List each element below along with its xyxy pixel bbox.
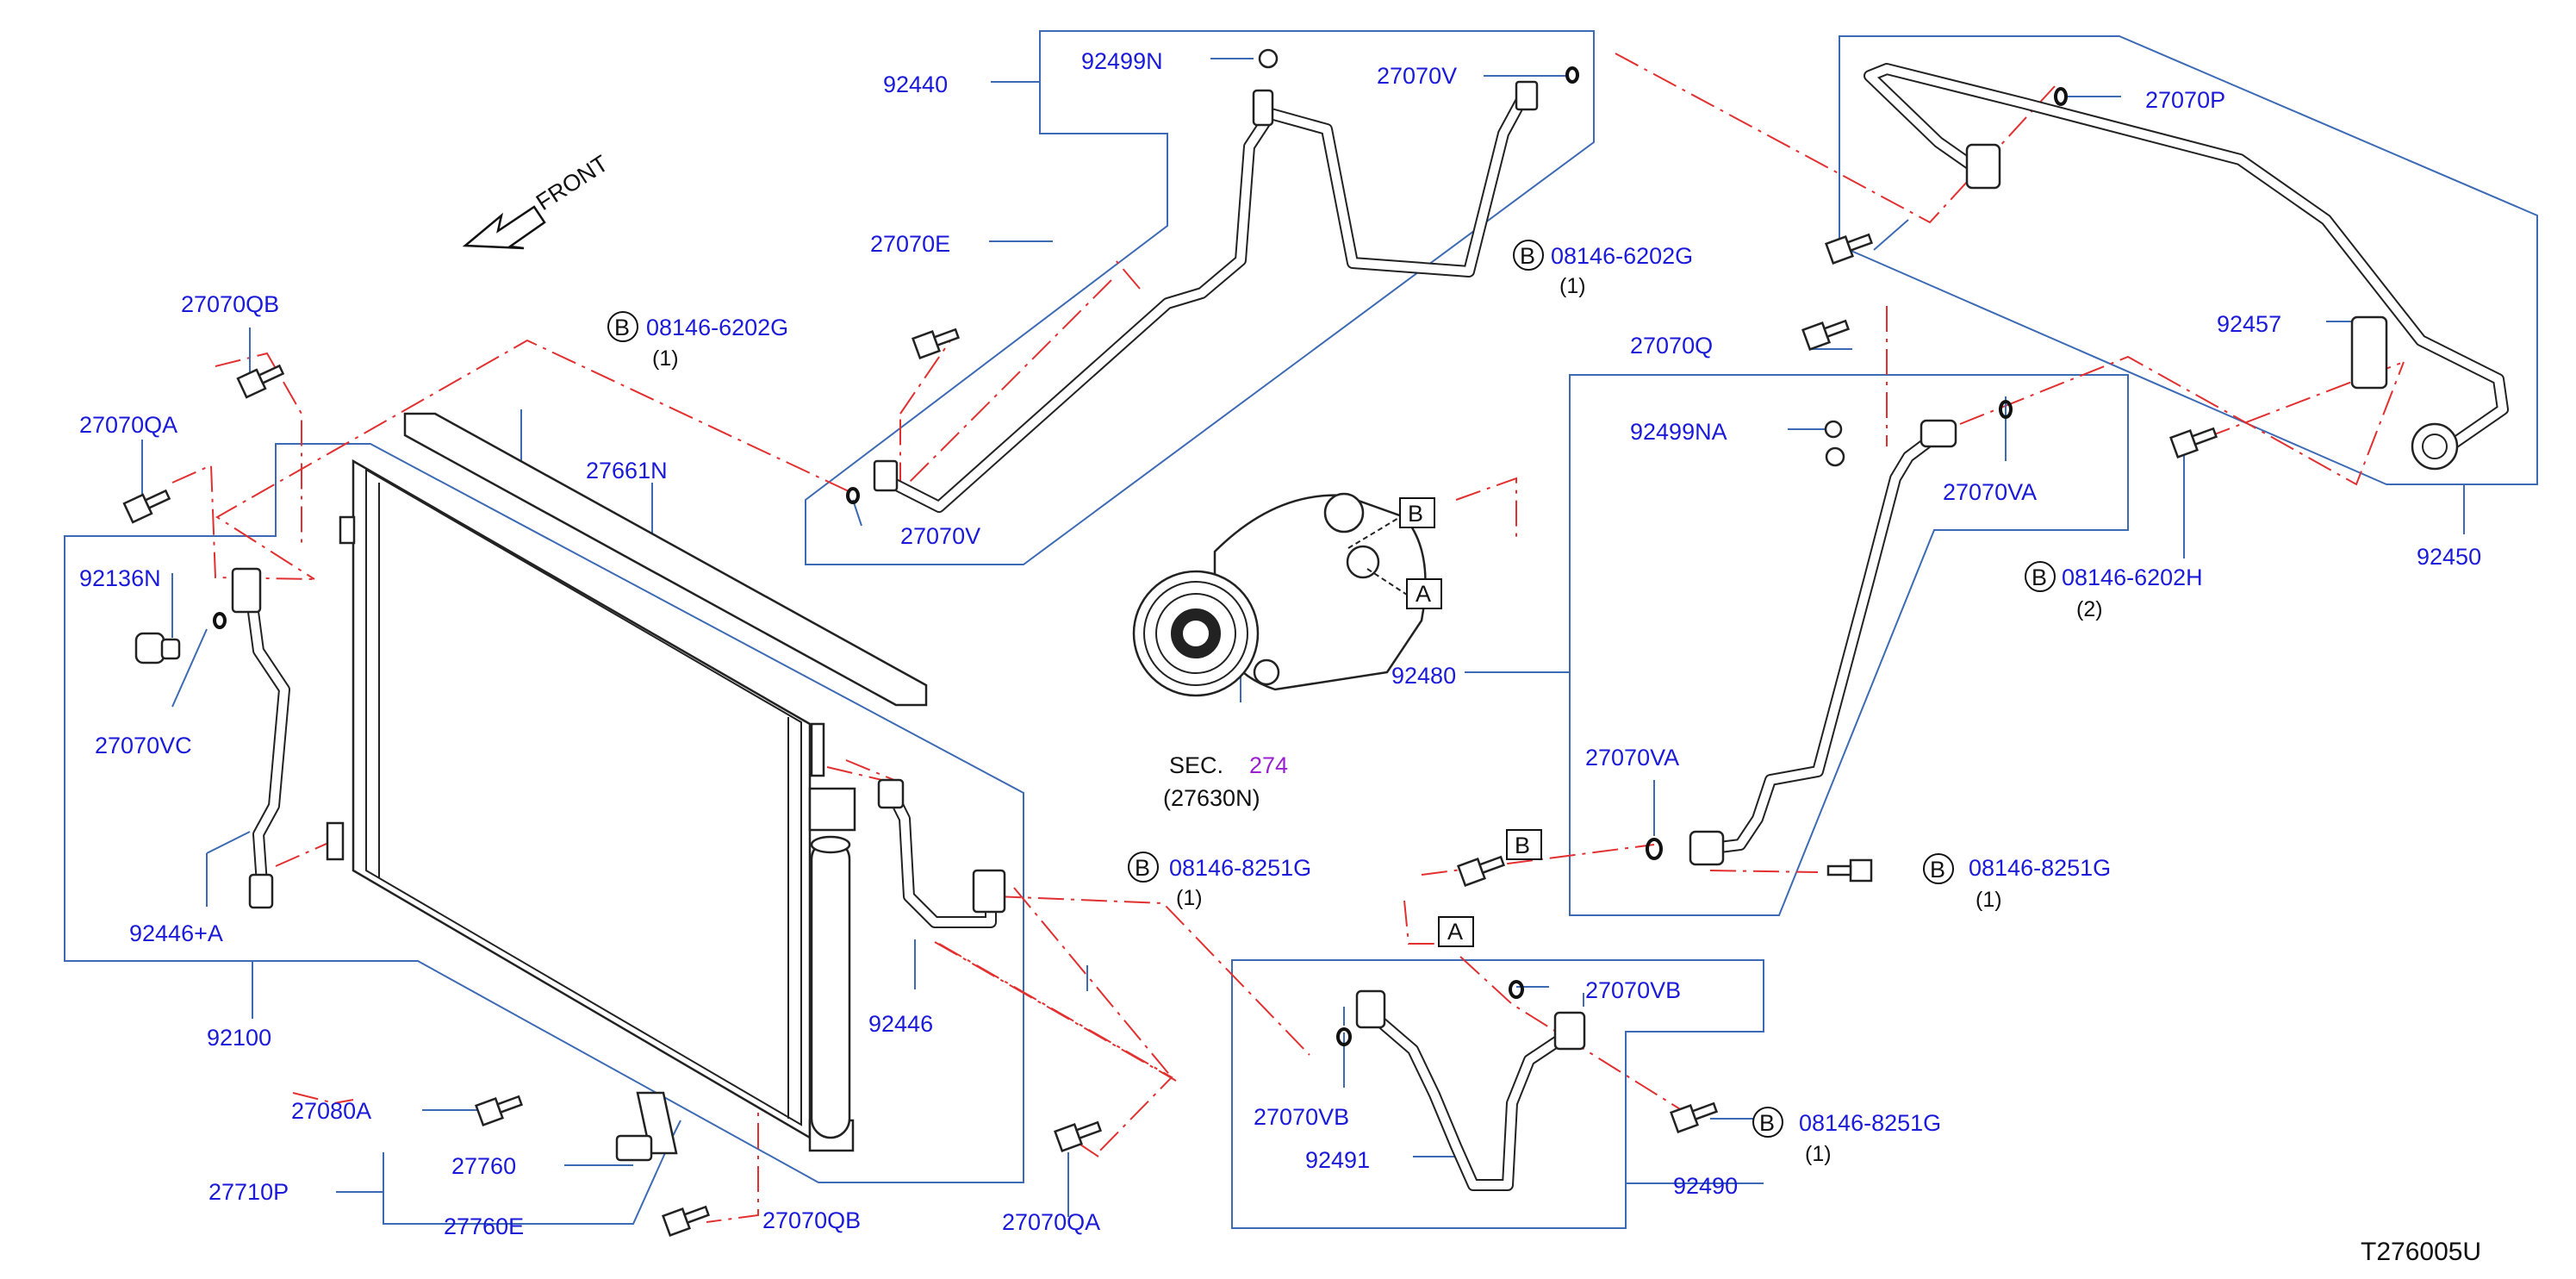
svg-text:B: B (1759, 1110, 1775, 1136)
label-92446A: 92446+A (129, 920, 223, 946)
label-08146-6202G-left: 08146-6202G (646, 315, 788, 340)
seal-strip-27661N (403, 412, 928, 707)
label-27070VC: 27070VC (95, 733, 192, 758)
svg-text:B: B (1135, 855, 1150, 881)
label-08146-6202G-right: 08146-6202G (1551, 243, 1693, 269)
svg-text:B: B (614, 315, 630, 340)
label-27070QA-top: 27070QA (79, 412, 177, 438)
letter-box-b-92480: B (1506, 829, 1542, 860)
svg-text:A: A (1447, 919, 1463, 945)
label-92450: 92450 (2417, 544, 2481, 570)
svg-text:B: B (1930, 857, 1945, 883)
label-27070V-top: 27070V (1377, 63, 1457, 89)
svg-text:B: B (2032, 565, 2047, 590)
callout-box-92490 (1231, 959, 1764, 1229)
o-ring-icons (213, 66, 2068, 1046)
label-27070Q: 27070Q (1630, 333, 1713, 359)
label-sec: SEC. (1169, 752, 1223, 778)
label-27070QA-bottom: 27070QA (1002, 1209, 1100, 1235)
condenser-assembly (326, 459, 856, 1152)
bolt-icons (122, 48, 2218, 1237)
qty-2: (2) (2076, 597, 2103, 621)
qty-mid: (1) (1176, 886, 1203, 910)
letter-box-a-92490: A (1438, 916, 1474, 947)
label-08146-6202H: 08146-6202H (2062, 565, 2203, 590)
label-27070E: 27070E (870, 231, 950, 257)
svg-text:B: B (1520, 243, 1535, 269)
label-27070VA-mid: 27070VA (1585, 745, 1679, 771)
label-27070QB-top: 27070QB (181, 291, 279, 317)
label-92490: 92490 (1673, 1173, 1738, 1199)
pipe-92450 (1864, 63, 2509, 471)
pressure-sensor-92136N (134, 632, 181, 664)
label-27661N: 27661N (586, 458, 668, 484)
label-92491: 92491 (1305, 1147, 1370, 1173)
circled-b-markers: B B B B B B (607, 240, 2056, 1138)
label-92499N: 92499N (1081, 48, 1163, 74)
label-92499NA: 92499NA (1630, 419, 1727, 445)
pipe-92490 (1355, 989, 1586, 1191)
callout-box-92100 (64, 443, 1024, 1183)
callout-box-92440 (805, 30, 1595, 565)
label-27760E: 27760E (444, 1213, 524, 1239)
label-08146-8251G-right: 08146-8251G (1969, 855, 2111, 881)
label-27070VB-top: 27070VB (1585, 977, 1681, 1003)
qty-bottom: (1) (1805, 1142, 1832, 1166)
diagram-id: T276005U (2361, 1238, 2481, 1266)
connection-lines (171, 53, 2405, 1223)
label-27760: 27760 (451, 1153, 516, 1179)
svg-text:A: A (1416, 581, 1431, 607)
letter-box-a-compressor: A (1406, 578, 1442, 609)
label-92100: 92100 (207, 1025, 271, 1051)
qty-right: (1) (1559, 274, 1586, 298)
svg-text:B: B (1408, 501, 1423, 527)
svg-text:B: B (1515, 833, 1530, 858)
letter-box-b-compressor: B (1399, 497, 1435, 528)
label-92446: 92446 (868, 1011, 933, 1037)
compressor-27630N (1132, 492, 1427, 697)
bracket-27760 (615, 1091, 678, 1162)
label-27070P: 27070P (2145, 87, 2225, 113)
part-labels: 92440 92499N 27070V 27070E 08146-6202G (… (79, 48, 2481, 1239)
qty-mid-right: (1) (1976, 888, 2002, 912)
label-sec-number: 274 (1249, 752, 1288, 778)
pipe-92480 (1689, 419, 1957, 866)
label-92136N: 92136N (79, 565, 161, 591)
pipe-92446A (231, 567, 290, 909)
pipe-92446 (877, 778, 1006, 928)
label-08146-8251G-bottom: 08146-8251G (1799, 1110, 1941, 1136)
label-08146-8251G-mid: 08146-8251G (1169, 855, 1311, 881)
front-label: FRONT (532, 150, 613, 215)
callout-box-92480 (1569, 374, 2129, 916)
front-arrow-icon (462, 205, 546, 250)
label-27070QB-bottom: 27070QB (762, 1207, 861, 1233)
label-sec-sub: (27630N) (1163, 785, 1260, 811)
label-27070V-bottom: 27070V (900, 523, 980, 549)
label-27070VB-left: 27070VB (1254, 1104, 1349, 1130)
label-27710P: 27710P (208, 1179, 289, 1205)
label-92480: 92480 (1391, 663, 1456, 689)
qty-left: (1) (652, 346, 679, 371)
label-92457: 92457 (2217, 311, 2281, 337)
label-92440: 92440 (883, 72, 948, 97)
label-27070VA-top: 27070VA (1943, 479, 2037, 505)
pipe-92440 (873, 80, 1539, 513)
label-27080A: 27080A (291, 1098, 371, 1124)
